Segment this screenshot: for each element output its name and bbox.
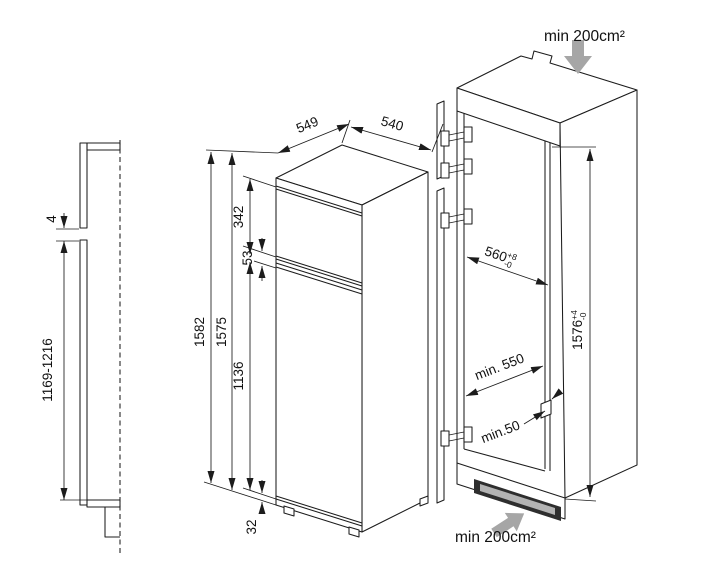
cabinet-top-rail	[456, 87, 561, 147]
fridge-door-bottom-edge2	[275, 498, 363, 527]
dim-freezer-door-height: 342	[231, 179, 254, 254]
dim-total-height: 1582	[192, 152, 215, 483]
dim-niche-width: 560+8-0	[466, 242, 549, 286]
plinth-height-label: 32	[244, 519, 259, 534]
top-ventilation-label: min 200cm²	[544, 28, 625, 45]
cabinet-right-side	[559, 89, 638, 499]
niche-floor-edge	[463, 448, 546, 472]
upper-door-panel-section	[79, 142, 88, 229]
freezer-door-height-label: 342	[231, 206, 246, 229]
dim-fridge-door-height: 1136	[231, 262, 254, 490]
bottom-ventilation-label: min 200cm²	[455, 529, 536, 546]
freezer-door-bottom-edge2	[275, 258, 363, 287]
dim-plinth-height: 32	[244, 480, 266, 535]
furniture-door-open	[436, 100, 473, 504]
niche-width-label: 560+8-0	[482, 242, 519, 271]
hinge-slide-3	[440, 208, 473, 229]
airflow-down-arrow	[564, 40, 592, 74]
dim-lower-door-range: 1169-1216	[40, 241, 87, 501]
side-profile-view: 4 1169-1216	[40, 140, 121, 556]
top-rail-line	[275, 185, 363, 214]
cabinet-isometric	[456, 40, 638, 538]
door-width-label: 540	[379, 113, 405, 134]
toe-kick-recess	[104, 507, 120, 538]
fridge-door-height-label: 1136	[231, 361, 246, 390]
rear-clearance-label: min.50	[479, 418, 522, 447]
hinge-slide-2	[440, 158, 473, 179]
dim-door-gap: 4	[44, 213, 79, 242]
dim-niche-min-depth: min. 550	[465, 351, 544, 397]
fridge-door-panel-open	[436, 187, 445, 504]
dim-between-doors: 53	[240, 238, 266, 281]
foot-rear	[419, 495, 429, 507]
lower-door-range-label: 1169-1216	[40, 338, 55, 402]
top-rail-line2	[275, 188, 363, 217]
body-height-label: 1575	[214, 317, 229, 347]
niche-min-depth-label: min. 550	[473, 351, 527, 384]
airflow-up-arrow	[491, 512, 525, 538]
handle-groove-line	[275, 262, 363, 291]
appliance-front-face	[275, 177, 363, 533]
appliance-right-side	[361, 171, 429, 533]
dim-rear-clearance: min.50	[479, 388, 564, 447]
freezer-door-bottom-edge	[275, 255, 363, 284]
fridge-door-top-edge	[275, 266, 363, 295]
appliance-depth-label: 549	[294, 114, 321, 136]
door-gap-label: 4	[44, 215, 59, 223]
hinge-slide-1	[440, 126, 473, 147]
dim-door-width: 540	[350, 113, 444, 153]
top-shelf-section	[86, 142, 121, 151]
ventilation-grille-inner	[480, 484, 555, 515]
appliance-isometric	[275, 144, 429, 538]
foot-right	[348, 526, 360, 538]
fridge-door-bottom-edge	[275, 495, 363, 524]
foot-left	[283, 505, 295, 517]
bottom-shelf-section	[86, 499, 121, 508]
dim-niche-height: 1576+4-0	[552, 146, 597, 502]
dim-body-height: 1575	[214, 153, 236, 490]
hinge-slide-4	[440, 426, 473, 447]
niche-height-label: 1576+4-0	[569, 310, 588, 350]
total-height-label: 1582	[192, 317, 207, 347]
lower-door-panel-section	[79, 239, 88, 506]
between-doors-label: 53	[240, 250, 255, 265]
